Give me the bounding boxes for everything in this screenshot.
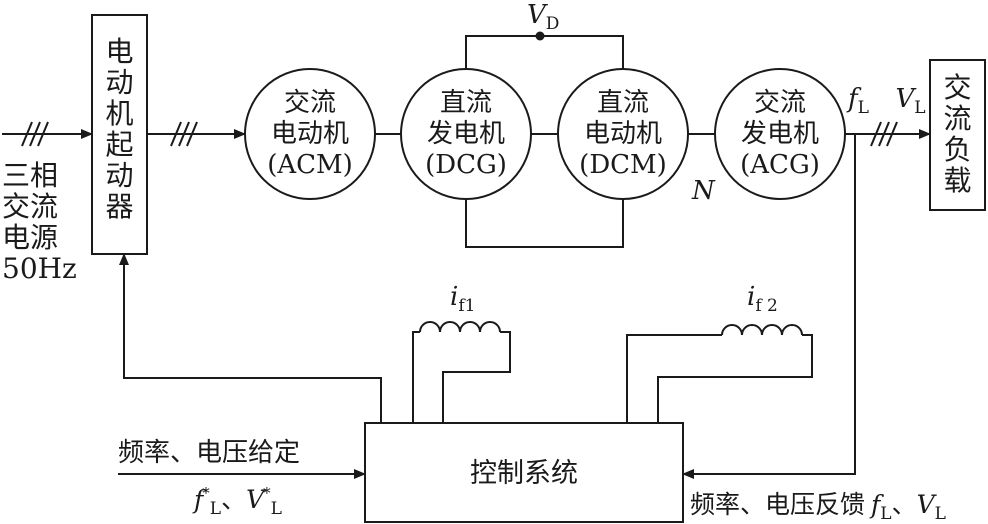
setpoint-separator: 、: [221, 485, 247, 514]
source-label: 三相 交流 电源 50Hz: [2, 160, 77, 284]
vd-junction-dot: [535, 31, 545, 41]
setpoint-f-symbol: f: [194, 485, 204, 514]
vd-symbol: V: [527, 0, 546, 30]
load-char-2: 流: [943, 102, 972, 135]
setpoint-f-subscript: L: [209, 499, 222, 519]
dc-loop-top: [465, 35, 624, 69]
control-starter-line: [119, 253, 382, 423]
dcm-line-1: 直流: [596, 88, 649, 118]
output-v-symbol: V: [895, 84, 915, 114]
output-label: fL VL: [848, 86, 926, 117]
field1-coil: [419, 321, 501, 333]
feedback-separator: 、: [891, 490, 917, 519]
acg-line-1: 交流: [753, 88, 806, 118]
output-v-subscript: L: [914, 98, 926, 118]
feedback-f-subscript: L: [880, 504, 892, 524]
output-f-subscript: L: [857, 98, 869, 118]
field2-label: if 2: [747, 284, 778, 315]
setpoint-values: f*L、V*L: [194, 486, 282, 518]
acm-label: 交流 电动机 (ACM): [245, 88, 375, 181]
field1-subscript: f1: [458, 296, 476, 316]
feedback-label: 频率、电压反馈: [690, 490, 866, 519]
load-char-1: 交: [943, 71, 972, 104]
field2-symbol: i: [747, 282, 756, 312]
acm-line-3: (ACM): [267, 150, 353, 180]
setpoint-v-symbol: V: [246, 485, 265, 514]
acm-line-1: 交流: [283, 88, 336, 118]
acg-line-3: (ACG): [740, 150, 820, 180]
source-line-4: 50Hz: [2, 252, 77, 285]
starter-char-3: 机: [105, 97, 134, 130]
starter-label: 电 动 机 起 动 器: [92, 36, 147, 222]
field1-wire-left: [412, 331, 420, 423]
field1-wire-right: [442, 331, 511, 423]
setpoint-v-star: *: [263, 484, 271, 502]
load-char-4: 载: [943, 164, 972, 197]
setpoint-v-subscript: L: [270, 499, 282, 519]
vd-label: VD: [527, 2, 559, 33]
dcm-line-2: 电动机: [583, 119, 662, 149]
dcg-line-1: 直流: [439, 88, 492, 118]
acg-line-2: 发电机: [740, 119, 819, 149]
source-line-2: 交流: [2, 190, 59, 223]
source-line-3: 电源: [2, 221, 59, 254]
controller-label: 控制系统: [470, 458, 578, 489]
dcm-label: 直流 电动机 (DCM): [558, 88, 688, 181]
dcg-line-2: 发电机: [426, 119, 505, 149]
setpoint-f-star: *: [202, 484, 210, 502]
starter-char-5: 动: [105, 159, 134, 192]
load-char-3: 负: [943, 133, 972, 166]
acm-line-2: 电动机: [270, 119, 349, 149]
starter-char-1: 电: [105, 35, 134, 68]
input-phase-ticks: [21, 121, 49, 147]
speed-label: N: [692, 176, 715, 206]
field1-label: if1: [450, 284, 475, 315]
starter-char-4: 起: [105, 128, 134, 161]
field2-coil: [721, 324, 803, 336]
starter-phase-ticks: [170, 121, 198, 147]
dcg-label: 直流 发电机 (DCG): [401, 88, 531, 181]
output-phase-ticks: [870, 121, 898, 147]
vd-subscript: D: [545, 14, 560, 34]
setpoint-label: 频率、电压给定: [118, 438, 301, 468]
field2-wire-right: [657, 334, 813, 423]
output-f-symbol: f: [848, 84, 858, 114]
feedback-v-symbol: V: [916, 490, 935, 519]
field1-symbol: i: [450, 282, 459, 312]
dc-loop-bottom: [465, 199, 624, 248]
acg-label: 交流 发电机 (ACG): [715, 88, 845, 181]
feedback-v-subscript: L: [934, 504, 946, 524]
load-label: 交 流 负 载: [930, 72, 985, 196]
dcg-line-3: (DCG): [425, 150, 507, 180]
starter-char-2: 动: [105, 66, 134, 99]
field2-wire-left: [626, 334, 722, 423]
source-line-1: 三相: [2, 159, 59, 192]
feedback-line: [682, 134, 856, 479]
field2-subscript: f 2: [755, 296, 778, 316]
dcm-line-3: (DCM): [579, 150, 667, 180]
feedback-f-symbol: f: [871, 490, 881, 519]
starter-char-6: 器: [105, 190, 134, 223]
